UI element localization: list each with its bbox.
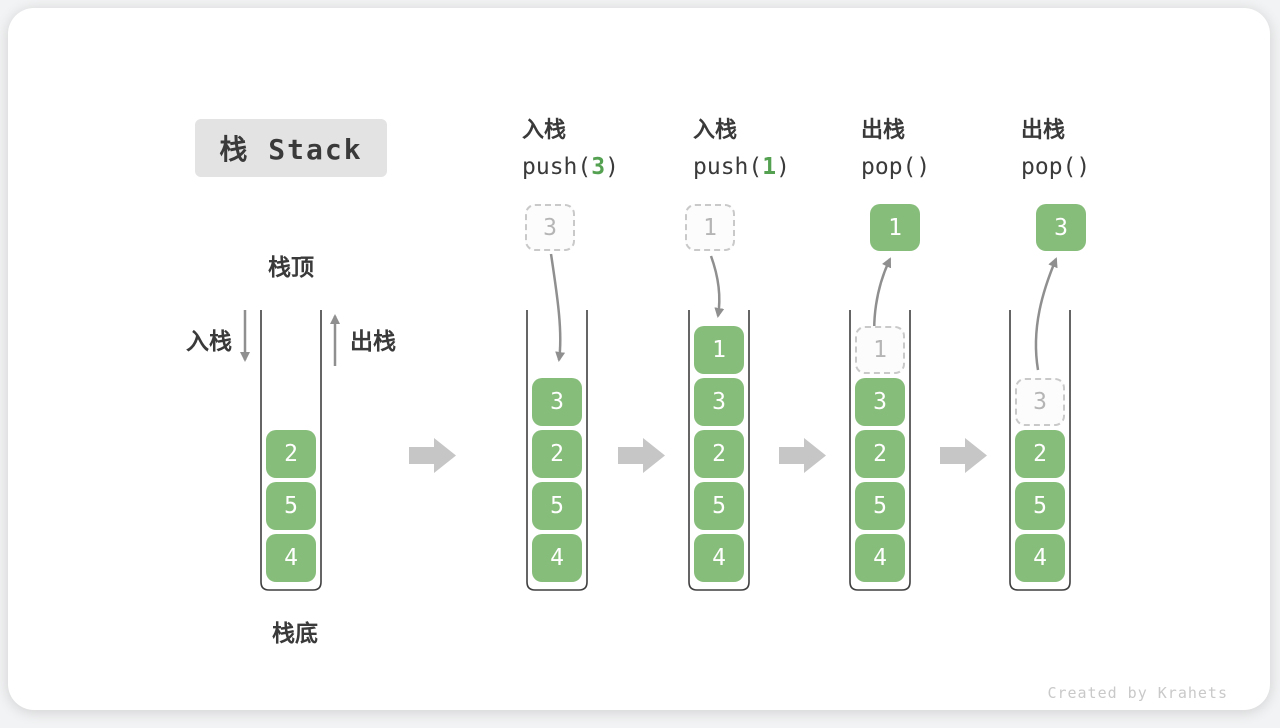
stack-cell: 4 (266, 534, 316, 582)
next-step-arrow-icon (940, 438, 987, 473)
stack-cell: 3 (1015, 378, 1065, 426)
stack-cell: 5 (266, 482, 316, 530)
pop-arrow (1034, 257, 1058, 371)
operation-name-label: 出栈 (1021, 118, 1066, 143)
stack-cell: 5 (694, 482, 744, 530)
operation-name-label: 出栈 (861, 118, 906, 143)
stack-cell: 2 (1015, 430, 1065, 478)
stack-cell: 5 (532, 482, 582, 530)
operation-code-label: pop() (861, 154, 931, 180)
title-box: 栈 Stack (195, 119, 387, 177)
pop-direction-label: 出栈 (350, 329, 396, 355)
stack-cell: 5 (855, 482, 905, 530)
stack-cell: 3 (855, 378, 905, 426)
operation-code-label: push(1) (693, 154, 790, 180)
stack-cell: 2 (855, 430, 905, 478)
operation-code-label: push(3) (522, 154, 619, 180)
operation-name-label: 入栈 (522, 118, 567, 143)
stack-cell: 5 (1015, 482, 1065, 530)
operation-header: 出栈 pop() (861, 112, 930, 186)
next-step-arrow-icon (618, 438, 665, 473)
operation-name-label: 入栈 (693, 118, 738, 143)
moving-element-box: 1 (685, 204, 735, 251)
stack-cell: 4 (1015, 534, 1065, 582)
operation-header: 出栈 pop() (1021, 112, 1090, 186)
next-step-arrow-icon (779, 438, 826, 473)
operation-code-label: pop() (1021, 154, 1091, 180)
moving-element-box: 1 (870, 204, 920, 251)
stack-top-label: 栈顶 (268, 255, 314, 281)
operation-header: 入栈 push(3) (522, 112, 619, 186)
stack-cell: 1 (855, 326, 905, 374)
operation-header: 入栈 push(1) (693, 112, 790, 186)
operation-argument: 3 (591, 154, 606, 180)
push-arrow (549, 253, 566, 362)
stack-cell: 2 (532, 430, 582, 478)
stack-cell: 1 (694, 326, 744, 374)
stack-cell: 2 (266, 430, 316, 478)
stack-cell: 3 (532, 378, 582, 426)
moving-element-box: 3 (1036, 204, 1086, 251)
next-step-arrow-icon (409, 438, 456, 473)
moving-element-box: 3 (525, 204, 575, 251)
stack-cell: 4 (855, 534, 905, 582)
page-title: 栈 Stack (219, 133, 363, 166)
push-direction-label: 入栈 (186, 329, 232, 355)
stack-cell: 4 (532, 534, 582, 582)
push-arrow (709, 255, 725, 318)
stack-cell: 4 (694, 534, 744, 582)
stack-cell: 3 (694, 378, 744, 426)
watermark: Created by Krahets (1047, 684, 1228, 702)
stack-cell: 2 (694, 430, 744, 478)
operation-argument: 1 (762, 154, 777, 180)
stack-bottom-label: 栈底 (272, 621, 318, 647)
